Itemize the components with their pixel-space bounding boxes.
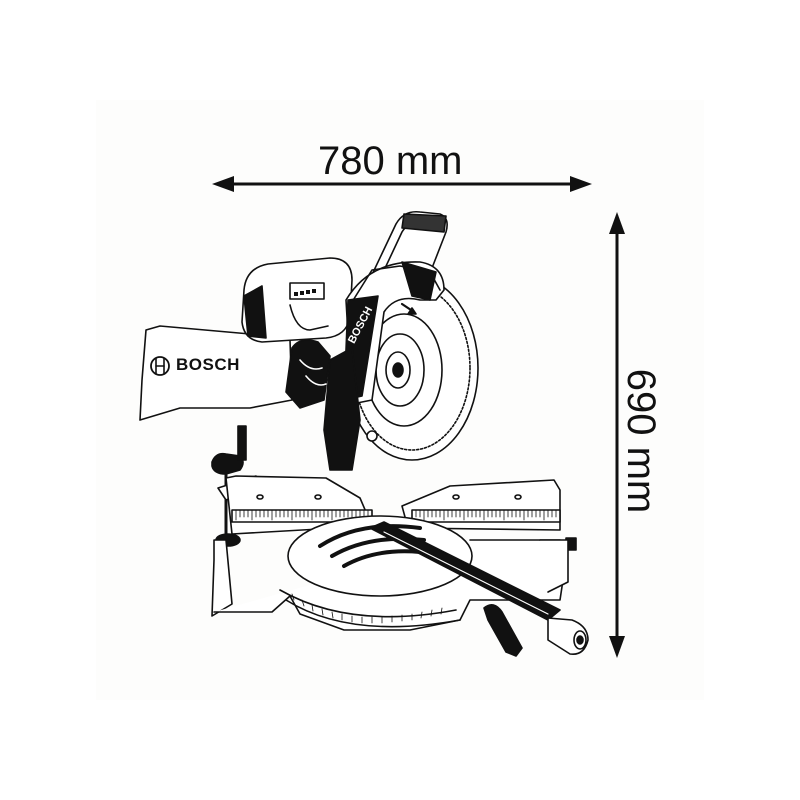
clamp-knob: [211, 452, 244, 475]
saw-arm: [323, 347, 361, 471]
saw-base: [211, 539, 233, 617]
arrow-up-icon: [609, 212, 625, 234]
arrow-down-icon: [609, 636, 625, 658]
height-dimension-label: 690 mm: [619, 368, 663, 514]
width-dimension-label: 780 mm: [318, 139, 463, 183]
miter-lock-lever: [483, 604, 523, 657]
turntable: [287, 515, 473, 597]
arrow-left-icon: [212, 176, 234, 192]
arrow-right-icon: [570, 176, 592, 192]
height-dimension-line: [609, 212, 625, 658]
bosch-logo-icon: [150, 356, 170, 376]
slide-rail: [369, 521, 561, 621]
dust-bag: [139, 325, 293, 421]
width-dimension-line: [212, 176, 592, 192]
dust-bag-brand-text: BOSCH: [176, 355, 240, 374]
